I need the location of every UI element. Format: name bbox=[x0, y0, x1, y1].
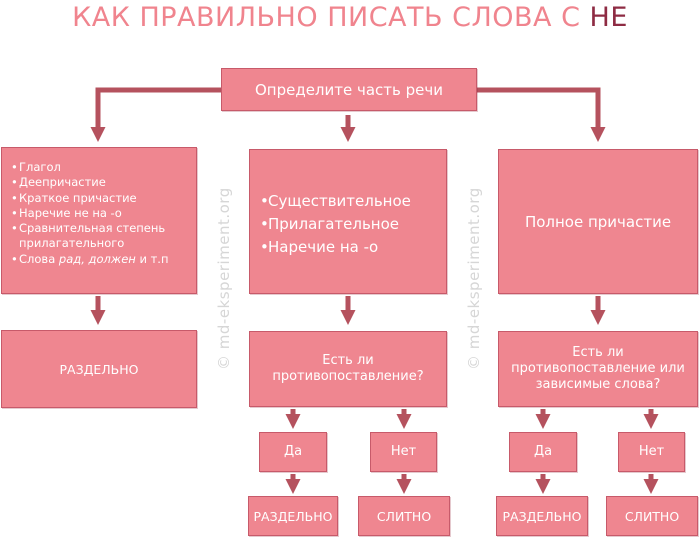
title-emphasis: НЕ bbox=[589, 2, 628, 33]
list-item: Прилагательное bbox=[260, 213, 442, 236]
middle-yes-label: Да bbox=[283, 444, 303, 459]
arrow-root-left bbox=[90, 87, 221, 142]
middle-no-result-label: СЛИТНО bbox=[376, 508, 432, 524]
left-branch-box: Глагол Деепричастие Краткое причастие На… bbox=[1, 147, 197, 294]
middle-no-result-box: СЛИТНО bbox=[358, 496, 450, 536]
middle-question-box: Есть ли противопоставление? bbox=[249, 331, 447, 407]
right-yes-result-label: РАЗДЕЛЬНО bbox=[502, 508, 582, 524]
middle-yes-result-box: РАЗДЕЛЬНО bbox=[248, 496, 338, 536]
root-label: Определите часть речи bbox=[254, 80, 444, 99]
list-item: Наречие не на -о bbox=[11, 206, 192, 222]
list-item: Краткое причастие bbox=[11, 191, 192, 207]
middle-no-label: Нет bbox=[390, 444, 417, 459]
right-question-box: Есть ли противопоставление или зависимые… bbox=[498, 331, 698, 407]
right-question-label: Есть ли противопоставление или зависимые… bbox=[511, 345, 685, 392]
middle-no-box: Нет bbox=[370, 432, 437, 472]
right-no-label: Нет bbox=[638, 444, 665, 459]
left-result-label: РАЗДЕЛЬНО bbox=[59, 361, 139, 377]
middle-yes-box: Да bbox=[259, 432, 327, 472]
right-yes-label: Да bbox=[533, 444, 553, 459]
right-branch-label: Полное причастие bbox=[524, 212, 672, 231]
right-branch-box: Полное причастие bbox=[498, 149, 698, 294]
list-item: Глагол bbox=[11, 160, 192, 176]
left-branch-list: Глагол Деепричастие Краткое причастие На… bbox=[11, 160, 192, 267]
right-no-box: Нет bbox=[618, 432, 685, 472]
list-item: Деепричастие bbox=[11, 175, 192, 191]
right-yes-result-box: РАЗДЕЛЬНО bbox=[496, 496, 588, 536]
italic-words: рад, должен bbox=[58, 251, 136, 266]
middle-yes-result-label: РАЗДЕЛЬНО bbox=[253, 508, 333, 524]
right-no-result-label: СЛИТНО bbox=[624, 508, 680, 524]
list-item: Сравнительная степень прилагательного bbox=[11, 221, 192, 252]
arrow-root-right bbox=[477, 87, 606, 142]
list-item: Существительное bbox=[260, 190, 442, 213]
middle-branch-list: Существительное Прилагательное Наречие н… bbox=[260, 190, 442, 259]
right-no-result-box: СЛИТНО bbox=[606, 496, 698, 536]
watermark-right: © md-eksperiment.org bbox=[465, 187, 483, 370]
list-item: Слова рад, должен и т.п bbox=[11, 251, 192, 268]
root-box: Определите часть речи bbox=[221, 68, 477, 111]
list-item: Наречие на -о bbox=[260, 236, 442, 259]
diagram-title: КАК ПРАВИЛЬНО ПИСАТЬ СЛОВА С НЕ bbox=[0, 2, 700, 33]
right-yes-box: Да bbox=[509, 432, 577, 472]
middle-branch-box: Существительное Прилагательное Наречие н… bbox=[249, 149, 447, 294]
title-main: КАК ПРАВИЛЬНО ПИСАТЬ СЛОВА С bbox=[72, 2, 581, 33]
middle-question-label: Есть ли противопоставление? bbox=[272, 353, 424, 384]
watermark-left: © md-eksperiment.org bbox=[215, 187, 233, 370]
left-result-box: РАЗДЕЛЬНО bbox=[1, 330, 197, 408]
